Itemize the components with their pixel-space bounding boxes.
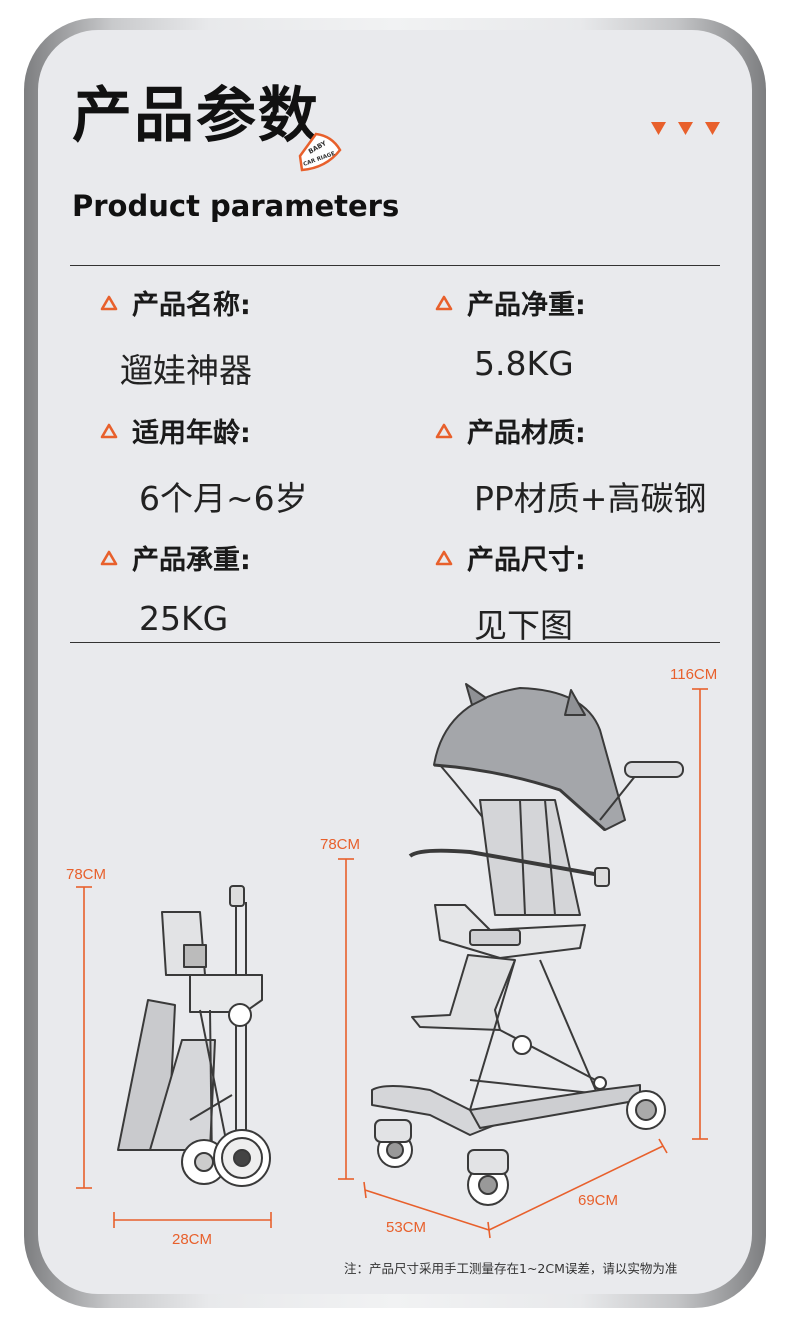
triangle-icon (651, 122, 666, 135)
measurement-note: 注：产品尺寸采用手工测量存在1~2CM误差，请以实物为准 (344, 1261, 678, 1276)
param-material: 产品材质: PP材质+高碳钢 (435, 411, 706, 520)
warning-triangle-icon (435, 423, 453, 438)
decorative-triangles (651, 122, 720, 135)
baby-carriage-badge: BABY CAR RIAGE (298, 132, 342, 172)
param-label: 产品尺寸: (467, 545, 586, 576)
param-value: 5.8KG (474, 344, 574, 383)
warning-triangle-icon (100, 423, 118, 438)
triangle-icon (678, 122, 693, 135)
param-label: 产品名称: (132, 290, 251, 321)
warning-triangle-icon (100, 295, 118, 310)
param-size: 产品尺寸: 见下图 (435, 538, 586, 647)
param-value: PP材质+高碳钢 (474, 479, 707, 518)
param-label: 产品承重: (132, 545, 251, 576)
param-value: 遛娃神器 (120, 351, 252, 390)
stroller-drawing (371, 683, 684, 1206)
page-title-en: Product parameters (72, 189, 400, 223)
warning-triangle-icon (100, 550, 118, 565)
param-value: 见下图 (474, 606, 573, 645)
param-net-weight: 产品净重: 5.8KG (435, 283, 586, 383)
dim-width: 53CM (386, 1219, 427, 1236)
dim-seat-height: 78CM (320, 836, 361, 853)
dim-total-height: 116CM (670, 666, 718, 683)
dim-folded-height: 78CM (66, 866, 107, 883)
param-age: 适用年龄: 6个月~6岁 (100, 411, 308, 520)
warning-triangle-icon (435, 295, 453, 310)
param-product-name: 产品名称: 遛娃神器 (100, 283, 252, 392)
param-label: 产品材质: (467, 418, 586, 449)
param-label: 产品净重: (467, 290, 586, 321)
param-value: 25KG (139, 599, 229, 638)
triangle-icon (705, 122, 720, 135)
warning-triangle-icon (435, 550, 453, 565)
dim-folded-width: 28CM (172, 1231, 213, 1248)
dim-length: 69CM (578, 1192, 619, 1209)
param-load: 产品承重: 25KG (100, 538, 251, 638)
folded-stroller-drawing (117, 885, 271, 1187)
divider-top (70, 265, 720, 266)
param-label: 适用年龄: (132, 418, 251, 449)
divider-bottom (70, 642, 720, 643)
param-value: 6个月~6岁 (139, 479, 308, 518)
page-title-cn: 产品参数 (72, 81, 320, 151)
